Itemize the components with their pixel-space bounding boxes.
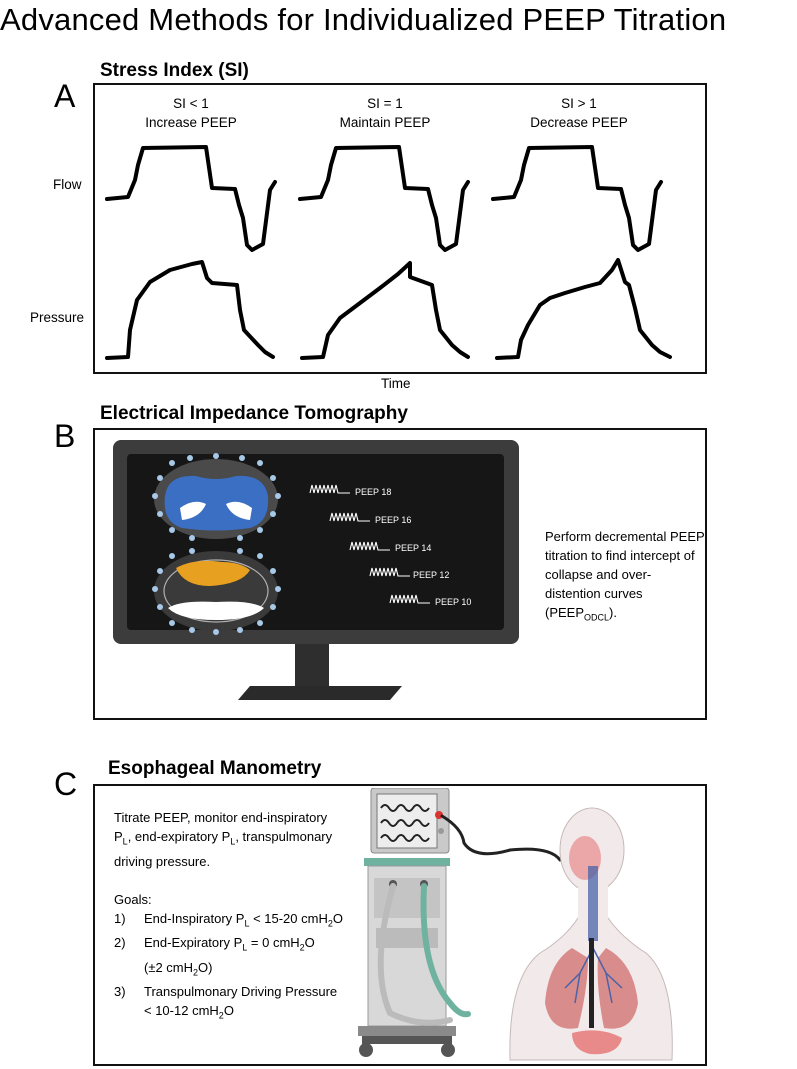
goal-item-continuation: (±2 cmH2O) (144, 959, 213, 978)
peep-waveforms (309, 484, 430, 604)
panel-a-letter: A (54, 78, 76, 114)
si-condition: SI = 1 (367, 96, 403, 111)
ventilator-tubing (377, 814, 562, 1026)
eit-description-subscript: ODCL (584, 612, 610, 623)
ventilator-patient-illustration (358, 788, 673, 1061)
intro-line-1: Titrate PEEP, monitor end-inspiratory (114, 810, 328, 825)
peep-10-waveform (389, 594, 430, 604)
eit-description: Perform decremental PEEP titration to fi… (545, 527, 705, 628)
panel-c-letter: C (54, 766, 78, 802)
pressure-waveform-si-gt-1 (495, 258, 672, 360)
si-column-2-label: SI = 1 Maintain PEEP (290, 94, 480, 132)
eit-monitor: PEEP 18 PEEP 16 PEEP 14 PEEP 12 PEEP 10 (113, 440, 519, 700)
peep-14-waveform (349, 541, 390, 551)
goal-item-continuation: < 10-12 cmH2O (144, 1003, 234, 1021)
monitor-stand-neck (295, 641, 329, 691)
eit-description-text: Perform decremental PEEP titration to fi… (545, 529, 705, 620)
peep-12-waveform (369, 567, 410, 577)
intro-line-2: PL, end-expiratory PL, transpulmonary (114, 829, 333, 847)
peep-18-label: PEEP 18 (355, 487, 391, 497)
si-column-1-label: SI < 1 Increase PEEP (96, 94, 286, 132)
ventilator-icon (358, 788, 456, 1057)
waveform-plots (105, 145, 672, 360)
peep-14-label: PEEP 14 (395, 543, 431, 553)
electrode-dots (152, 453, 281, 635)
si-action: Maintain PEEP (339, 115, 431, 130)
eit-bottom-thorax-image (154, 551, 278, 631)
flow-waveform-si-eq-1 (298, 145, 470, 252)
pressure-row-label: Pressure (30, 310, 85, 325)
peep-18-waveform (309, 484, 350, 494)
goals-heading: Goals: (114, 891, 152, 907)
peep-10-label: PEEP 10 (435, 597, 471, 607)
esophageal-instructions: Titrate PEEP, monitor end-inspiratory PL… (114, 808, 374, 1026)
stress-index-box (93, 83, 707, 374)
si-action: Decrease PEEP (530, 115, 628, 130)
panel-c-heading: Esophageal Manometry (108, 758, 322, 779)
goal-item: 1)End-Inspiratory PL < 15-20 cmH2O (114, 910, 343, 929)
peep-16-label: PEEP 16 (375, 515, 411, 525)
si-condition: SI > 1 (561, 96, 597, 111)
eit-top-thorax-image (154, 459, 278, 539)
time-axis-label: Time (381, 376, 411, 391)
patient-anatomy-icon (509, 807, 673, 1061)
pressure-waveform-si-lt-1 (105, 260, 275, 360)
figure-title: Advanced Methods for Individualized PEEP… (0, 2, 727, 37)
peep-12-label: PEEP 12 (413, 570, 449, 580)
goal-item: 3)Transpulmonary Driving Pressure (114, 984, 338, 1000)
pressure-waveform-si-eq-1 (300, 261, 470, 360)
panel-b-heading: Electrical Impedance Tomography (100, 403, 408, 424)
flow-waveform-si-gt-1 (491, 145, 663, 252)
flow-row-label: Flow (53, 177, 82, 192)
si-action: Increase PEEP (145, 115, 237, 130)
goal-item: 2)End-Expiratory PL = 0 cmH2O (114, 935, 315, 953)
panel-b-letter: B (54, 418, 76, 454)
si-condition: SI < 1 (173, 96, 209, 111)
flow-waveform-si-lt-1 (105, 145, 277, 252)
monitor-stand-base (238, 686, 402, 700)
intro-line-3: driving pressure. (114, 853, 211, 869)
eit-description-end: ). (609, 605, 617, 620)
panel-a-heading: Stress Index (SI) (100, 60, 249, 81)
peep-16-waveform (329, 512, 370, 522)
si-column-3-label: SI > 1 Decrease PEEP (484, 94, 674, 132)
